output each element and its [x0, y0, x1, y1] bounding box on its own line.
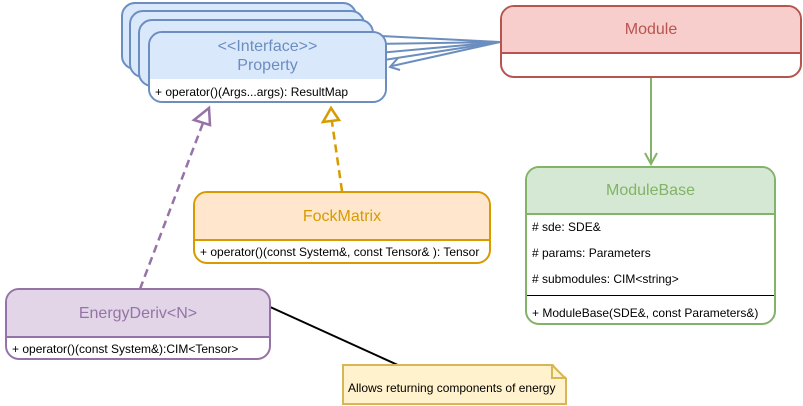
property-header: <<Interface>> Property: [150, 33, 385, 81]
module-name: Module: [624, 21, 678, 38]
modulebase-header: ModuleBase: [527, 168, 774, 215]
fockmatrix-header: FockMatrix: [195, 193, 489, 241]
property-stereotype: <<Interface>>: [217, 38, 318, 55]
modulebase-divider: [527, 295, 774, 296]
energyderiv-to-property-arrow: [138, 105, 212, 290]
property-method: + operator()(Args...args): ResultMap: [155, 85, 349, 99]
note-fold-icon: [551, 364, 567, 379]
note-connector: [267, 305, 401, 367]
module-to-property-arrows: [361, 34, 501, 71]
note[interactable]: Allows returning components of energy: [342, 364, 567, 405]
fockmatrix-class[interactable]: FockMatrix + operator()(const System&, c…: [193, 191, 491, 264]
module-to-modulebase-arrow: [644, 78, 658, 167]
modulebase-field-submodules: # submodules: CIM<string>: [532, 272, 679, 286]
fockmatrix-to-property-arrow: [320, 105, 344, 192]
property-class[interactable]: <<Interface>> Property + operator()(Args…: [148, 31, 387, 103]
energyderiv-class[interactable]: EnergyDeriv<N> + operator()(const System…: [5, 288, 271, 360]
modulebase-field-params: # params: Parameters: [532, 246, 651, 260]
module-class[interactable]: Module: [500, 5, 802, 78]
modulebase-field-sde: # sde: SDE&: [532, 220, 601, 234]
energyderiv-name: EnergyDeriv<N>: [78, 304, 198, 322]
property-name: Property: [237, 57, 298, 74]
fockmatrix-name: FockMatrix: [302, 207, 382, 225]
note-text: Allows returning components of energy: [348, 381, 556, 395]
module-header: Module: [502, 7, 800, 54]
energyderiv-method: + operator()(const System&):CIM<Tensor>: [12, 342, 239, 356]
modulebase-constructor: + ModuleBase(SDE&, const Parameters&): [532, 306, 759, 320]
energyderiv-header: EnergyDeriv<N>: [7, 290, 269, 338]
fockmatrix-method: + operator()(const System&, const Tensor…: [200, 245, 480, 259]
modulebase-name: ModuleBase: [606, 182, 695, 199]
modulebase-class[interactable]: ModuleBase # sde: SDE& # params: Paramet…: [525, 166, 776, 325]
